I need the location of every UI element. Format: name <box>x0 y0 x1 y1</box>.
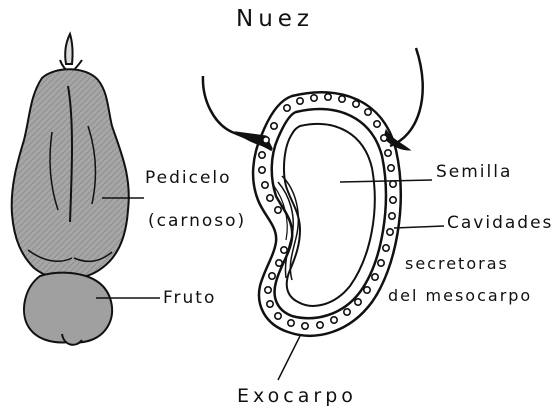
label-mesocarpo: del mesocarpo <box>388 286 532 305</box>
secretory-cavities <box>259 94 396 329</box>
apple-outline-right <box>390 48 423 146</box>
label-carnoso: (carnoso) <box>148 211 246 231</box>
label-cavidades: Cavidades <box>447 213 553 233</box>
leader-exocarpo <box>278 336 300 380</box>
label-pedicelo: Pedicelo <box>145 168 232 188</box>
label-exocarpo: Exocarpo <box>237 385 357 407</box>
apple-join-right <box>384 130 410 150</box>
stem <box>65 34 72 64</box>
leader-lines <box>96 180 444 380</box>
label-fruto: Fruto <box>163 288 216 308</box>
leader-semilla <box>340 180 432 182</box>
label-secretoras: secretoras <box>405 254 509 273</box>
diagram-title: Nuez <box>236 6 314 32</box>
fruit-body <box>24 273 112 343</box>
leader-cavidades <box>394 226 444 228</box>
label-semilla: Semilla <box>436 162 512 182</box>
